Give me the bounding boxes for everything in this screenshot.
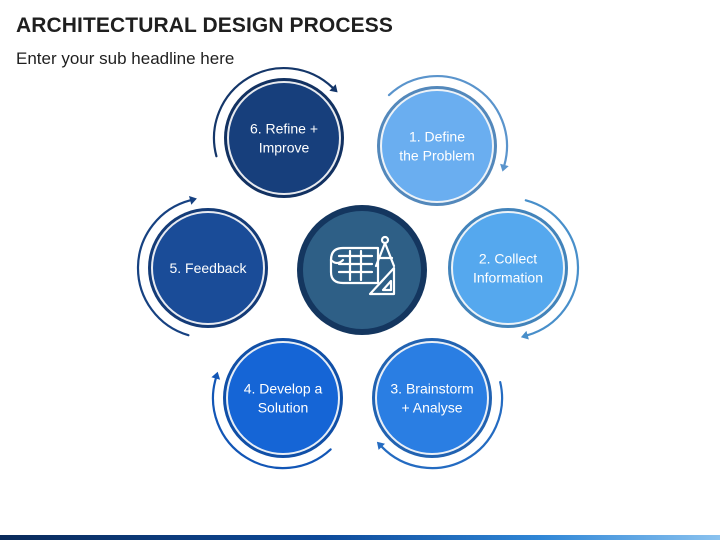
step-label: the Problem bbox=[399, 148, 474, 164]
process-step-5: 5. Feedback bbox=[148, 208, 268, 328]
step-label: Improve bbox=[259, 140, 310, 156]
step-label: 4. Develop a bbox=[244, 381, 323, 397]
flow-arrowhead bbox=[376, 441, 385, 450]
process-step-6: 6. Refine + Improve bbox=[224, 78, 344, 198]
flow-arc bbox=[524, 199, 580, 337]
process-step-3: 3. Brainstorm + Analyse bbox=[372, 338, 492, 458]
step-label: 5. Feedback bbox=[169, 260, 247, 276]
flow-arrowhead bbox=[211, 371, 221, 380]
flow-arrowhead bbox=[520, 330, 529, 340]
step-label: + Analyse bbox=[401, 400, 462, 416]
flow-arrowhead bbox=[329, 84, 338, 93]
flow-arrowhead bbox=[189, 196, 197, 205]
step-label: Information bbox=[473, 270, 543, 286]
step-label: 3. Brainstorm bbox=[390, 381, 473, 397]
blueprint-compass-set-square-icon bbox=[329, 235, 396, 296]
step-label: 1. Define bbox=[409, 129, 465, 145]
step-label: 6. Refine + bbox=[250, 121, 318, 137]
process-step-4: 4. Develop a Solution bbox=[223, 338, 343, 458]
flow-arc bbox=[136, 199, 192, 337]
flow-arc bbox=[211, 377, 332, 470]
page-subtitle: Enter your sub headline here bbox=[16, 49, 235, 68]
flow-arc bbox=[212, 66, 334, 158]
step-label: 2. Collect bbox=[479, 251, 537, 267]
page-title: ARCHITECTURAL DESIGN PROCESS bbox=[16, 14, 393, 37]
flow-arc bbox=[380, 381, 504, 470]
process-step-1: 1. Define the Problem bbox=[377, 86, 497, 206]
flow-arc bbox=[387, 74, 509, 166]
center-hub bbox=[297, 205, 427, 335]
flow-arrowhead bbox=[500, 163, 509, 172]
footer-accent-bar bbox=[0, 535, 720, 540]
step-label: Solution bbox=[258, 400, 309, 416]
